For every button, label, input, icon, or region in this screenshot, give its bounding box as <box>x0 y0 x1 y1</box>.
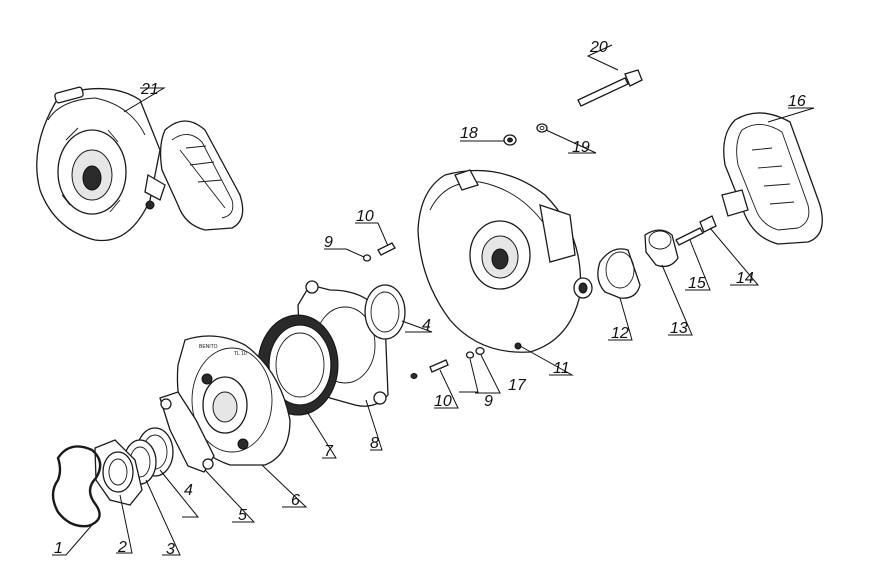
callout-18: 18 <box>460 125 478 142</box>
part-5-bracket <box>159 391 215 473</box>
callout-4-upper: 4 <box>422 317 431 334</box>
part-9-washer-lower <box>465 351 475 359</box>
callout-17: 17 <box>508 377 527 394</box>
callout-3: 3 <box>166 541 175 558</box>
part-1-wire-clip <box>51 445 102 528</box>
callout-19: 19 <box>572 139 590 156</box>
part-16-cover <box>721 112 823 245</box>
part-12-cap <box>597 248 641 299</box>
part-6-bearing-plate: BENITO TL 10 <box>176 335 291 466</box>
callout-9-lower: 9 <box>484 393 493 410</box>
part-17-nut <box>475 346 485 356</box>
part-4-ring-upper <box>364 284 406 340</box>
leader-lines <box>52 44 815 556</box>
callout-12: 12 <box>611 325 629 342</box>
callout-20: 20 <box>589 39 608 56</box>
part-9-washer-upper <box>362 254 372 262</box>
callout-10-lower: 10 <box>434 393 452 410</box>
part-2-bearing-flange <box>94 439 143 506</box>
callout-13: 13 <box>670 320 688 337</box>
part-19-washer <box>536 123 548 133</box>
part-14-bolt-head <box>699 215 717 233</box>
callout-16: 16 <box>788 93 806 110</box>
callout-6: 6 <box>291 492 300 509</box>
callout-1: 1 <box>54 540 63 557</box>
part-small-nut <box>410 373 418 379</box>
callout-4-lower: 4 <box>184 482 193 499</box>
callout-14: 14 <box>736 270 754 287</box>
callout-21: 21 <box>140 81 159 98</box>
callout-10-upper: 10 <box>356 208 374 225</box>
callout-15: 15 <box>688 275 706 292</box>
plate-code-text: TL 10 <box>234 351 247 357</box>
part-13-bushing <box>644 229 679 268</box>
part-18-nut <box>503 134 517 146</box>
callout-8: 8 <box>370 435 379 452</box>
part-10-screw-upper <box>377 242 396 256</box>
callout-2: 2 <box>117 539 127 556</box>
callout-5: 5 <box>238 507 247 524</box>
part-11-main-housing <box>417 169 593 353</box>
callout-9-upper: 9 <box>324 234 333 251</box>
callout-7: 7 <box>324 443 334 460</box>
part-21-assembled-housing <box>36 86 244 242</box>
callout-11: 11 <box>553 360 570 377</box>
callout-labels: 20 21 18 19 16 10 9 4 10 9 17 11 12 13 1… <box>54 39 806 558</box>
part-20-long-bolt <box>577 69 643 107</box>
part-10-screw-lower <box>429 359 449 373</box>
plate-brand-text: BENITO <box>199 344 218 350</box>
part-15-screw <box>675 227 704 246</box>
